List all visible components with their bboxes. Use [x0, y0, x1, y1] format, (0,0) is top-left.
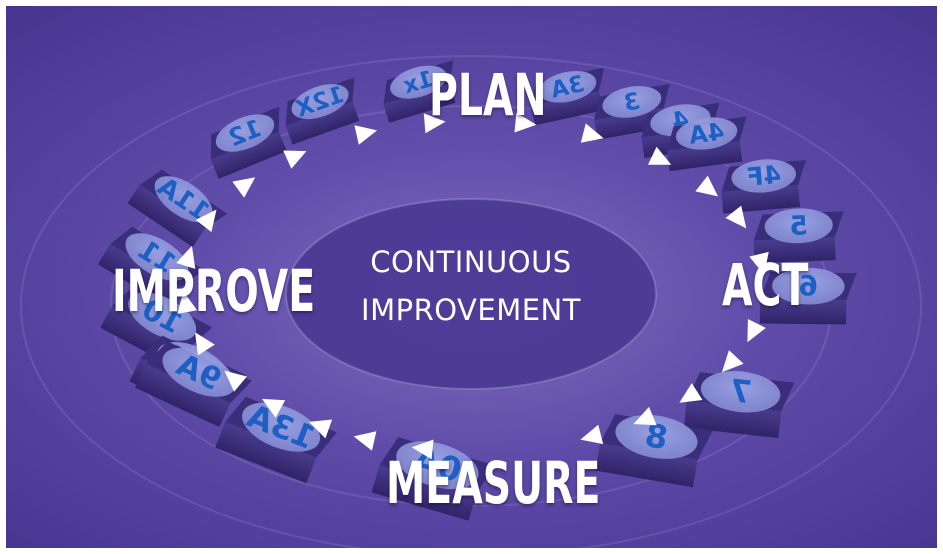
cycle-arrow — [514, 112, 537, 133]
cycle-arrow — [195, 209, 217, 233]
stamp-block: 12X — [285, 77, 360, 145]
diagram-artwork: 1x3A12X34124A4F11A51161012A9A713A80A — [20, 55, 922, 548]
stamp-block: 8 — [595, 414, 713, 488]
stamp-label: 4F — [745, 160, 782, 192]
stamp-block: 6 — [759, 267, 857, 325]
cycle-arrow — [747, 318, 766, 343]
cycle-arrow — [580, 123, 604, 143]
center-ellipse — [286, 199, 656, 389]
cycle-arrow — [353, 431, 377, 451]
cycle-arrow — [423, 113, 446, 134]
cycle-arrow — [647, 146, 672, 165]
stamp-block: 9A — [134, 341, 252, 428]
stamp-label: 4A — [687, 117, 726, 150]
cycle-arrow — [725, 205, 747, 229]
stamp-block: 0A — [371, 437, 496, 521]
stamp-block: 11 — [97, 226, 204, 308]
cycle-arrow — [695, 175, 719, 197]
cycle-arrow — [354, 125, 378, 145]
center-label-line1: CONTINUOUS — [370, 245, 572, 279]
cycle-arrows — [176, 112, 769, 460]
center-label-line2: IMPROVEMENT — [361, 293, 581, 327]
stamp-ring: 1x3A12X34124A4F11A51161012A9A713A80A — [97, 60, 857, 521]
cycle-arrow — [308, 419, 333, 439]
stamp-block: 11A — [127, 169, 228, 248]
cycle-arrow — [177, 291, 198, 314]
cycle-arrow — [232, 177, 256, 198]
cycle-arrow — [580, 424, 604, 445]
cycle-arrow — [721, 350, 744, 373]
stage-label-measure: MEASURE — [386, 449, 601, 517]
stage-label-improve: IMPROVE — [112, 257, 316, 325]
stamp-block: 12 — [210, 106, 287, 179]
stage-label-plan: PLAN — [429, 61, 547, 129]
stamp-label: 6 — [798, 269, 818, 302]
stamp-label: 3 — [622, 88, 642, 116]
cycle-arrow — [283, 150, 307, 169]
cycle-arrow — [176, 245, 196, 269]
cycle-arrow — [261, 398, 286, 418]
stamp-block: 4A — [666, 116, 747, 172]
cycle-arrow — [224, 370, 247, 392]
cycle-arrow — [679, 383, 703, 403]
cycle-arrow — [411, 439, 434, 460]
center-label: CONTINUOUS IMPROVEMENT — [324, 238, 618, 334]
stage-label-act: ACT — [722, 251, 809, 319]
stamp-block: 1x — [383, 60, 456, 123]
diagram-canvas: 1x3A12X34124A4F11A51161012A9A713A80A CON… — [6, 6, 937, 548]
cycle-arrow — [749, 251, 769, 275]
stamp-block: 5 — [753, 208, 844, 264]
stamp-label: 7 — [728, 373, 753, 411]
stamp-block: 3 — [594, 83, 670, 140]
cycle-arrow — [195, 332, 215, 356]
stamp-block: 3A — [530, 67, 605, 126]
stamp-block: 7 — [683, 371, 795, 439]
stamp-block: 4F — [721, 159, 807, 214]
cycle-arrow — [633, 406, 657, 426]
stamp-label: 5 — [789, 210, 809, 242]
